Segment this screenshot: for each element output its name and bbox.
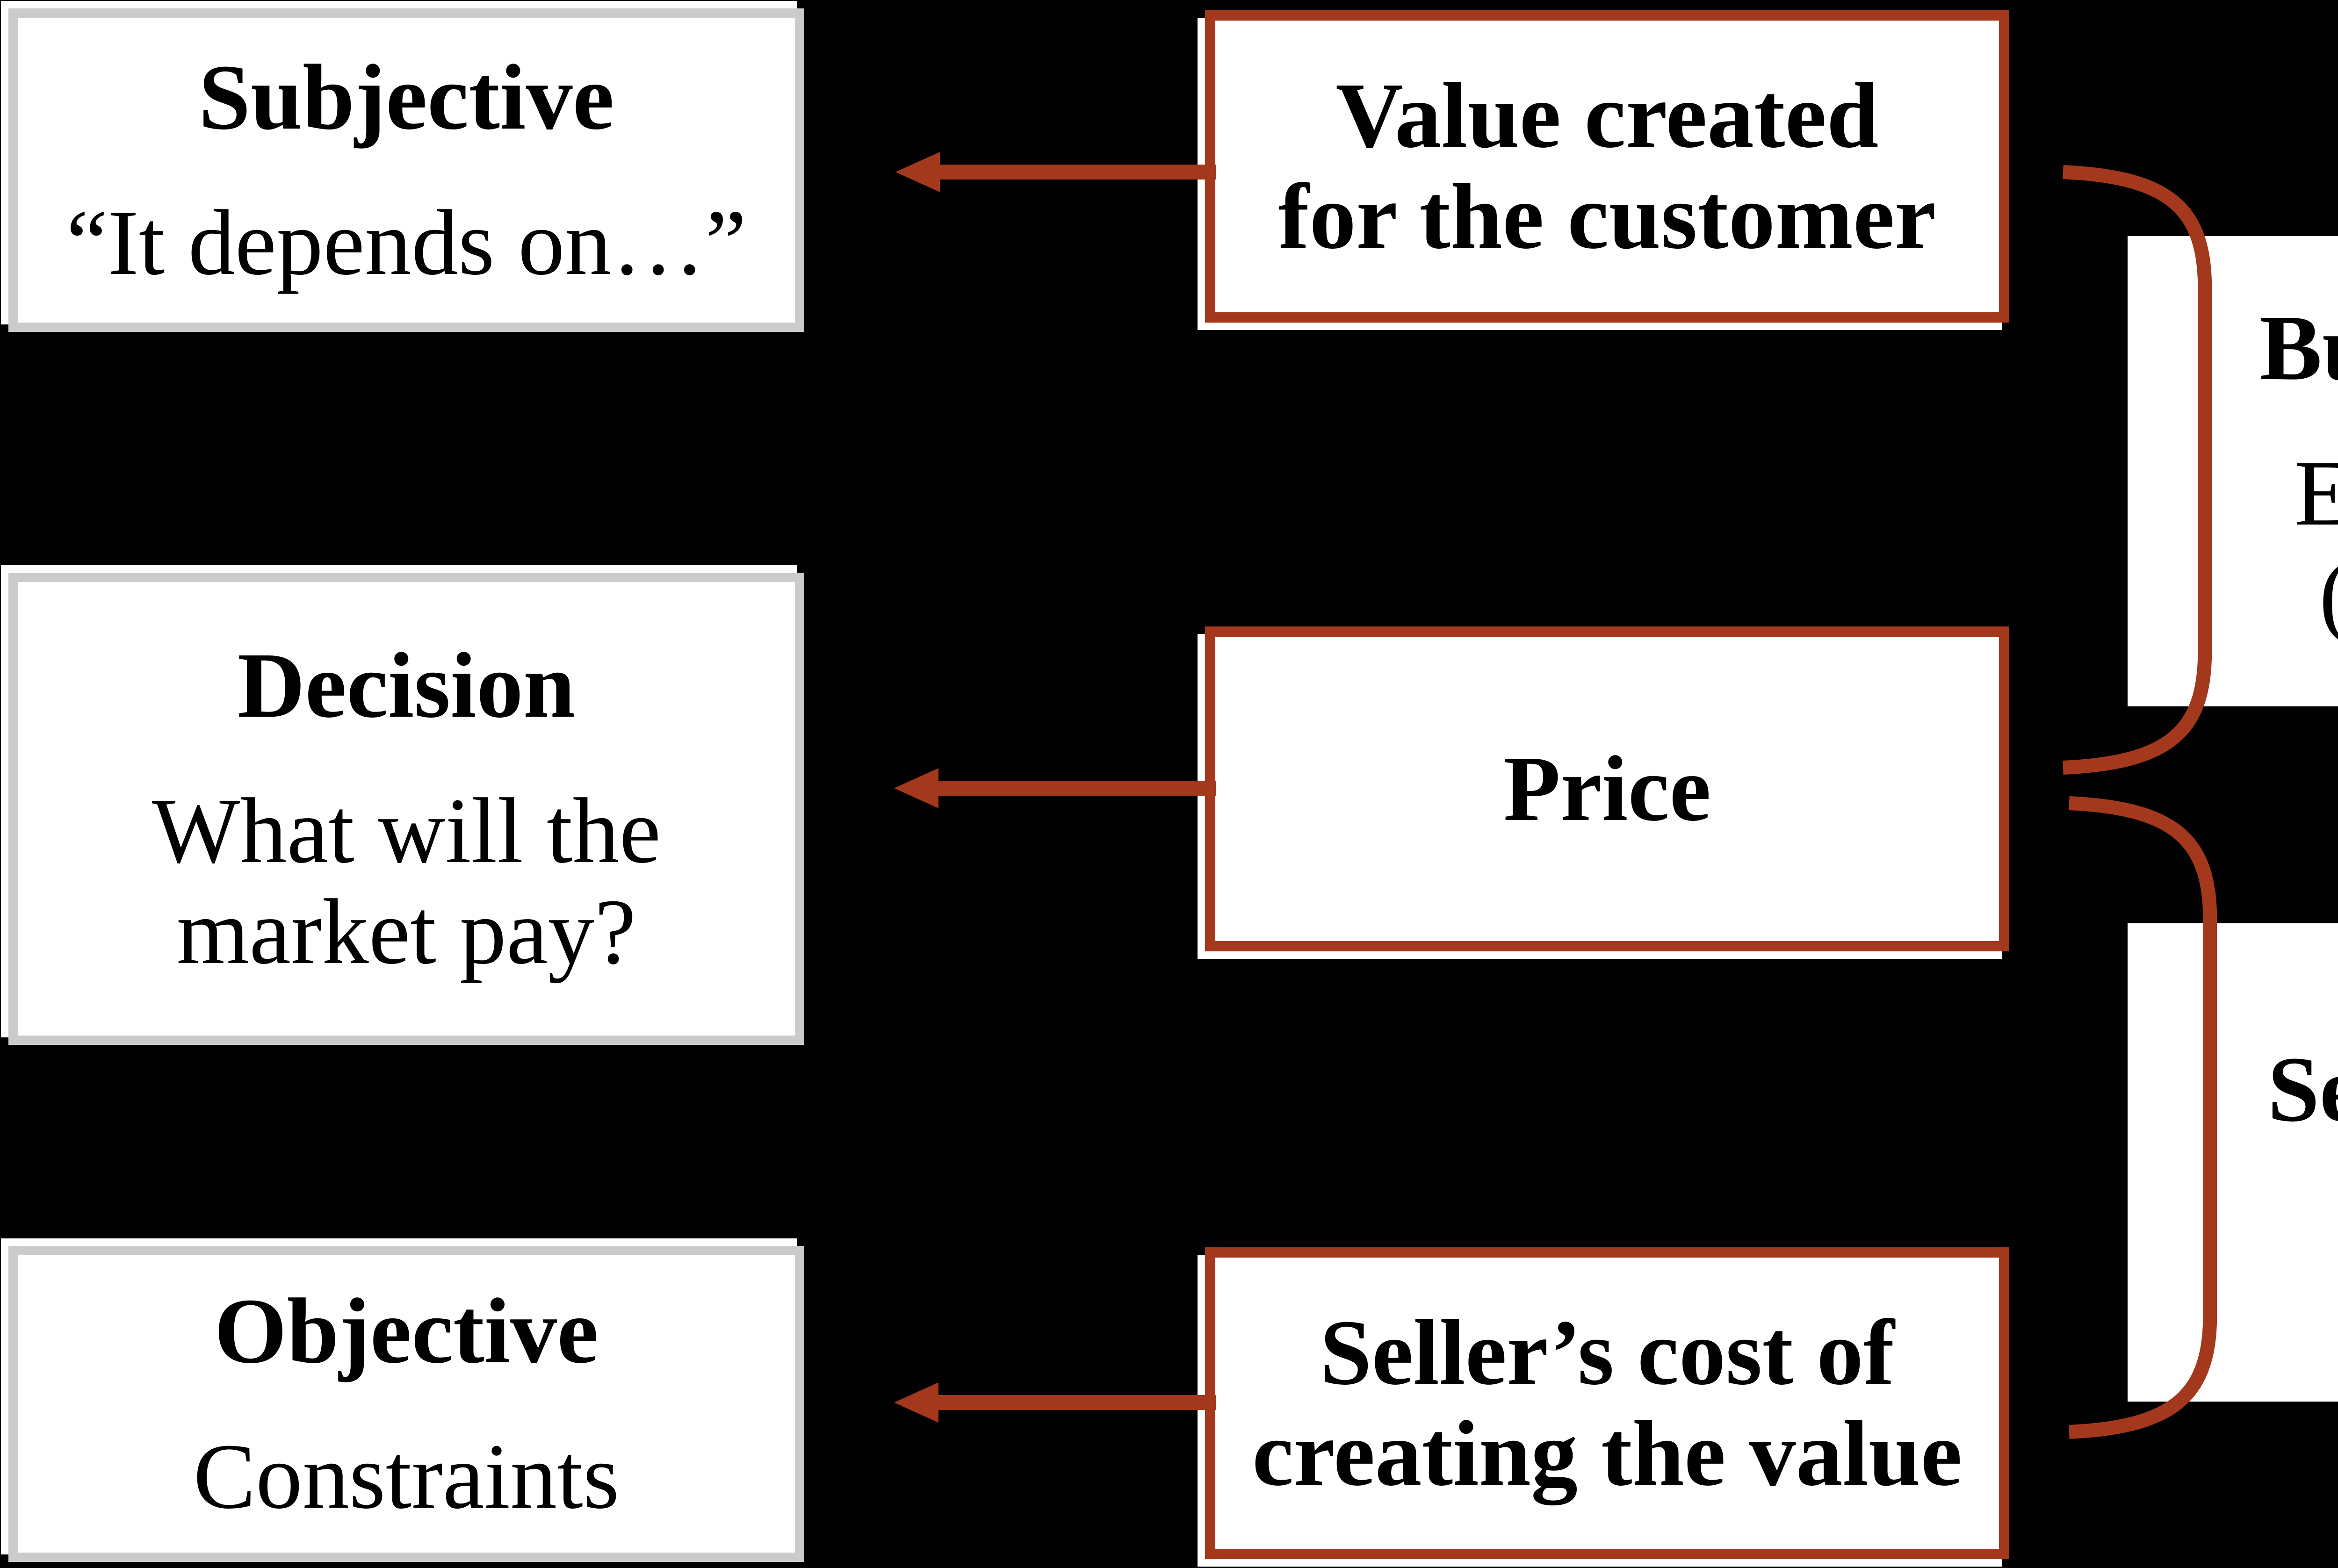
box-body: “It depends on…” <box>66 191 747 295</box>
box-title: Seller’s cost of creating the value <box>1252 1301 1963 1505</box>
box-seller-share: Seller’s share of value Profit <box>2128 923 2338 1402</box>
box-title: Price <box>1503 737 1711 841</box>
box-decision: Decision What will the market pay? <box>8 573 804 1045</box>
box-seller-cost: Seller’s cost of creating the value <box>1205 1247 2009 1559</box>
box-title: Subjective <box>198 45 614 149</box>
box-body: Constraints <box>193 1424 620 1528</box>
box-title: Objective <box>214 1279 599 1383</box>
box-title: Seller’s share of value <box>2267 1038 2338 1141</box>
arrow-seller-cost-to-objective <box>894 1382 1216 1423</box>
box-subjective: Subjective “It depends on…” <box>8 8 804 332</box>
box-body: Emotional experience (needs, wants, fear… <box>2294 441 2338 645</box>
box-price: Price <box>1205 626 2009 951</box>
box-title: Decision <box>237 633 576 737</box>
box-body: What will the market pay? <box>152 779 661 984</box>
box-value-created: Value created for the customer <box>1205 10 2009 323</box>
box-title: Value created for the customer <box>1278 64 1936 268</box>
box-objective: Objective Constraints <box>8 1246 804 1562</box>
box-title: Buyer’s share of value <box>2259 296 2338 400</box>
arrow-value-to-subjective <box>895 152 1216 192</box>
arrow-price-to-decision <box>894 768 1216 808</box>
box-buyer-share: Buyer’s share of value Emotional experie… <box>2128 236 2338 706</box>
